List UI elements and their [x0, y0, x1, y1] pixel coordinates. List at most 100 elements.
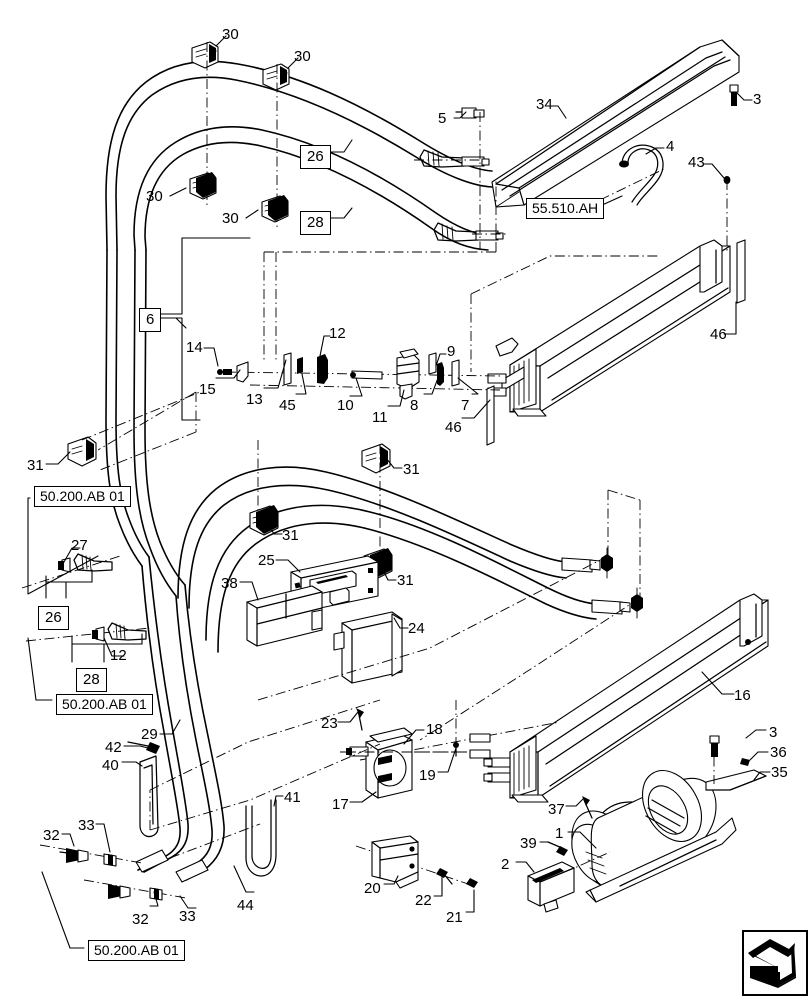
callout-19: 19 [419, 767, 436, 784]
control-panel-housing-38 [246, 585, 323, 647]
callout-12-left: 12 [110, 647, 127, 664]
centerlines [81, 42, 728, 859]
callout-30-a: 30 [222, 26, 239, 43]
callout-5: 5 [438, 110, 447, 127]
callout-39: 39 [520, 835, 537, 852]
heater-line-29 [175, 584, 225, 881]
heater-core-assembly [486, 239, 746, 446]
callout-31-b: 31 [403, 461, 420, 478]
ref-box-6[interactable]: 6 [139, 308, 162, 332]
evap-inlet-pipes [469, 733, 491, 759]
mid-hose-pair-b [205, 504, 597, 653]
clamp-fitting-12-left [25, 622, 151, 642]
upper-trim-panel-34 [491, 39, 740, 208]
hose-connector-right-upper [601, 547, 613, 579]
ref-box-55-510-ah[interactable]: 55.510.AH [526, 198, 605, 219]
callout-3-low: 3 [769, 724, 778, 741]
evaporator-core-16 [483, 593, 769, 803]
callout-32-a: 32 [43, 827, 60, 844]
callout-33-a: 33 [78, 817, 95, 834]
callout-20: 20 [364, 880, 381, 897]
callout-7: 7 [461, 397, 470, 414]
callout-30-c: 30 [146, 188, 163, 205]
callout-17: 17 [332, 796, 349, 813]
callout-10: 10 [337, 397, 354, 414]
clamp-33-upper [103, 853, 117, 867]
callout-3-top: 3 [753, 91, 762, 108]
callout-22: 22 [415, 892, 432, 909]
line-end-cap-lower [175, 859, 209, 883]
ref-box-ab01-mid[interactable]: 50.200.AB 01 [56, 694, 153, 715]
callout-23: 23 [321, 715, 338, 732]
blower-resistor-2 [527, 851, 611, 913]
exploded-fitting-row [217, 348, 501, 400]
blower-plate-35 [705, 735, 767, 791]
mid-hose-end-lower [591, 599, 631, 615]
ref-box-26-left[interactable]: 26 [38, 606, 69, 630]
callout-30-d: 30 [222, 210, 239, 227]
ref-box-ab01-lower[interactable]: 50.200.AB 01 [88, 940, 185, 961]
screw-39 [547, 841, 568, 856]
callout-30-b: 30 [294, 48, 311, 65]
bolt-3-upper [729, 84, 739, 106]
callout-11: 11 [372, 409, 388, 426]
callout-14: 14 [186, 339, 203, 356]
hose-clip-30-b [262, 63, 290, 91]
callout-25: 25 [258, 552, 275, 569]
callout-41: 41 [284, 789, 301, 806]
callout-9: 9 [447, 343, 456, 360]
u-clamp-40 [139, 755, 159, 838]
callout-8: 8 [410, 397, 419, 414]
heater-line-44 [137, 556, 189, 873]
callout-38: 38 [221, 575, 238, 592]
drain-tube-4 [619, 144, 664, 206]
hose-clip-31-c [249, 505, 279, 536]
callout-42: 42 [105, 739, 122, 756]
callout-45: 45 [279, 397, 296, 414]
cabin-air-filter-24 [333, 611, 403, 684]
mounting-bracket-20 [355, 835, 478, 889]
callout-35: 35 [771, 764, 788, 781]
callout-33-b: 33 [179, 908, 196, 925]
callout-46-right: 46 [710, 326, 727, 343]
ref-box-28-top[interactable]: 28 [300, 211, 331, 235]
clamp-fitting-27 [21, 553, 121, 589]
callout-46-left: 46 [445, 419, 462, 436]
callout-18: 18 [426, 721, 443, 738]
u-clamp-41 [245, 799, 277, 877]
screw-14 [217, 369, 232, 375]
hose-clip-30-a [191, 41, 219, 69]
bracket-leaders [27, 139, 623, 949]
callout-29: 29 [141, 726, 158, 743]
blower-assembly-1 [571, 770, 737, 903]
callout-32-b: 32 [132, 911, 149, 928]
compressor-control-valve-17 [340, 721, 561, 799]
ref-box-28-left[interactable]: 28 [76, 668, 107, 692]
callout-44: 44 [237, 897, 254, 914]
hvac-control-panel-25 [290, 555, 379, 613]
fitting-5 [455, 107, 485, 119]
callout-43: 43 [688, 154, 705, 171]
callout-36: 36 [770, 744, 787, 761]
callout-4: 4 [666, 138, 675, 155]
hose-clip-30-d [261, 195, 289, 223]
ref-box-ab01-upper[interactable]: 50.200.AB 01 [34, 486, 131, 507]
mid-hose-end-upper [561, 557, 601, 573]
callout-12-mid: 12 [329, 325, 346, 342]
leader-lines [45, 35, 771, 913]
callout-27: 27 [71, 537, 88, 554]
direction-arrow-icon [742, 930, 808, 996]
ref-box-26-top[interactable]: 26 [300, 145, 331, 169]
callout-37: 37 [548, 801, 565, 818]
callout-16: 16 [734, 687, 751, 704]
callout-34: 34 [536, 96, 553, 113]
hose-clip-31-a [67, 436, 97, 467]
pin-23 [356, 708, 364, 731]
hose-left-descending [105, 249, 186, 597]
fitting-32-upper [39, 844, 143, 864]
screw-42 [127, 741, 160, 754]
callout-31-c: 31 [282, 527, 299, 544]
valve-body-11 [396, 348, 420, 400]
